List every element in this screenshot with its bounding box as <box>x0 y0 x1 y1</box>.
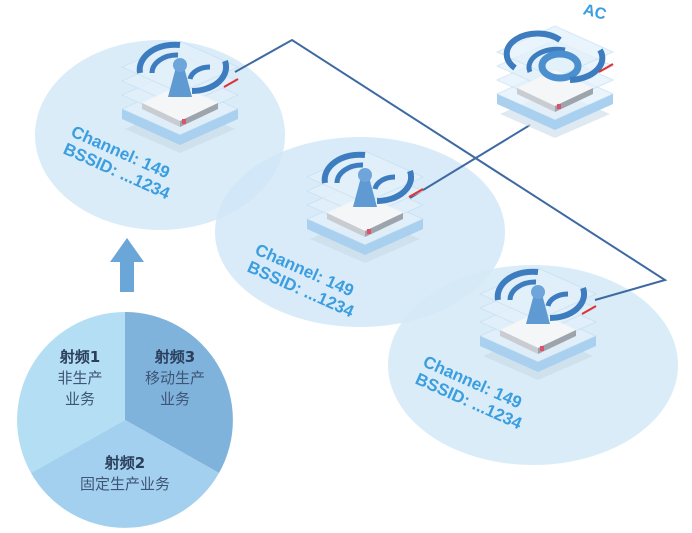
rf1-line2: 业务 <box>64 390 95 408</box>
pie-label-rf1: 射频1 非生产 业务 <box>40 346 120 410</box>
pie-label-rf2: 射频2 固定生产业务 <box>55 452 195 495</box>
rf3-line1: 移动生产 <box>144 369 205 387</box>
pie-label-rf3: 射频3 移动生产 业务 <box>132 346 218 410</box>
pie-chart <box>17 312 233 528</box>
link-ap1-ap3 <box>234 38 668 301</box>
pie-slice-rf3 <box>125 312 233 473</box>
access-point-icon-1 <box>120 40 240 153</box>
pie-slice-rf2 <box>31 420 219 528</box>
rf1-title: 射频1 <box>59 348 101 366</box>
access-controller-icon <box>495 25 615 138</box>
rf3-line2: 业务 <box>159 390 190 408</box>
rf3-title: 射频3 <box>154 348 196 366</box>
access-point-icon-2 <box>305 150 425 263</box>
pie-slice-rf1 <box>17 312 125 473</box>
link-ap2-ac <box>409 124 531 199</box>
rf1-line1: 非生产 <box>57 369 103 387</box>
rf2-line1: 固定生产业务 <box>79 475 170 493</box>
rf2-title: 射频2 <box>104 454 146 472</box>
arrow-up-icon <box>110 238 144 292</box>
access-point-icon-3 <box>478 267 598 380</box>
